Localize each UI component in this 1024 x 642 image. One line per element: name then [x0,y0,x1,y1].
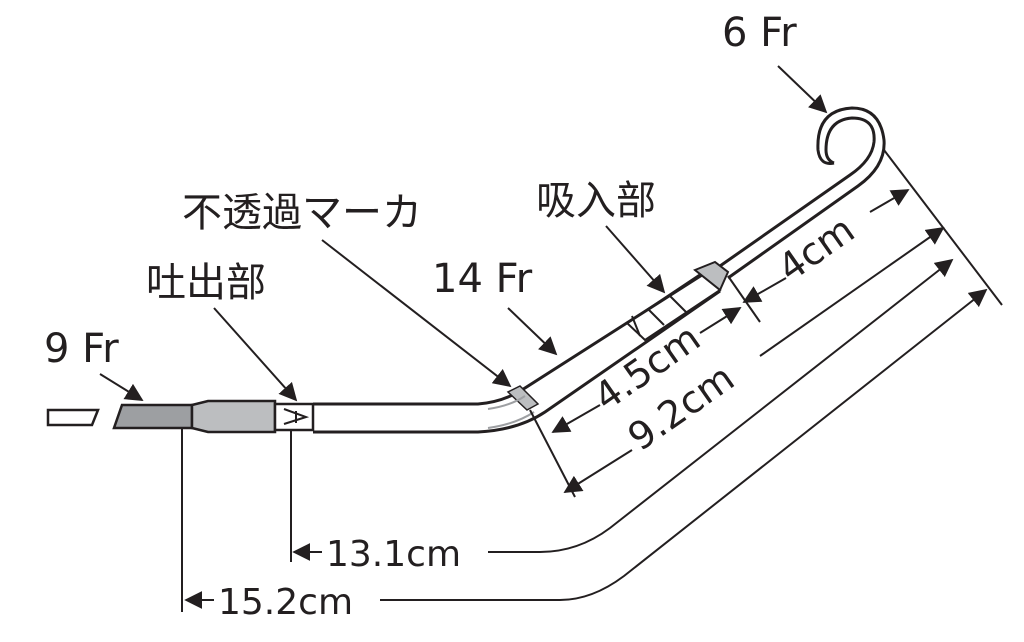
label-6fr: 6 Fr [722,10,797,56]
inlet-extension [727,275,761,323]
distal-extension [883,149,1003,306]
distal-pigtail [719,106,886,280]
label-outlet: 吐出部 [146,260,266,306]
outlet-detail [283,408,310,425]
dim-45cm-right [699,307,742,334]
dim-92cm-right [759,226,945,357]
inlet-windows [631,295,687,337]
leader-9fr [99,373,144,401]
proximal-tube-9fr [112,403,194,430]
dim-152cm-right [380,288,988,601]
label-14fr: 14 Fr [432,256,533,302]
label-9fr: 9 Fr [44,326,119,372]
leader-14fr [507,307,558,356]
dim-152cm-label: 15.2cm [218,582,353,623]
leader-outlet [213,307,298,402]
dim-131cm-label: 13.1cm [326,534,461,575]
label-marker: 不透過マーカ [182,190,422,236]
label-inlet: 吸入部 [536,178,656,224]
leader-6fr [777,65,828,114]
tube-fragment [46,408,100,427]
dim-131cm-right [488,258,954,553]
marker-lines [487,395,535,429]
leader-inlet [605,225,666,294]
leader-marker [321,239,512,388]
inlet-tip [693,260,730,292]
cannula-body [313,273,721,434]
dim-45cm-left [551,404,601,433]
dim-4cm-right [869,189,910,213]
dim-92cm-left [563,449,633,493]
dim-4cm-left [742,277,787,303]
connector [190,399,277,434]
